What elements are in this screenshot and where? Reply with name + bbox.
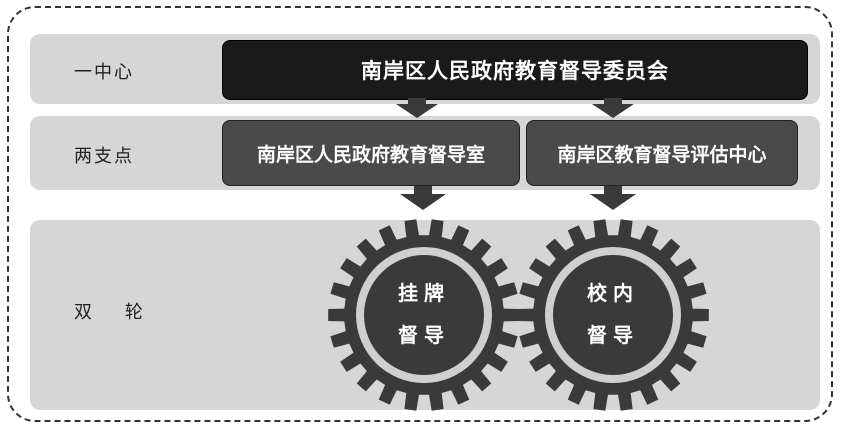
center-title: 南岸区人民政府教育督导委员会 (361, 58, 669, 83)
gear-left-line2: 督导 (398, 323, 450, 347)
pivot-box-left: 南岸区人民政府教育督导室 (222, 120, 520, 186)
gear-left-label: 挂牌 督导 (364, 272, 484, 356)
gear-right-line2: 督导 (587, 323, 639, 347)
row-label-pivots: 两支点 (74, 146, 134, 167)
gear-right-line1: 校内 (587, 281, 639, 305)
row-label-wheels: 双 轮 (74, 302, 145, 323)
outer-dashed-frame (7, 6, 833, 422)
row-label-center: 一中心 (74, 62, 134, 83)
gear-right-label: 校内 督导 (553, 272, 673, 356)
gear-left-line1: 挂牌 (398, 281, 450, 305)
pivot-left-title: 南岸区人民政府教育督导室 (256, 143, 485, 166)
center-box: 南岸区人民政府教育督导委员会 (222, 40, 808, 100)
pivot-right-title: 南岸区教育督导评估中心 (557, 143, 767, 166)
pivot-box-right: 南岸区教育督导评估中心 (526, 120, 798, 186)
